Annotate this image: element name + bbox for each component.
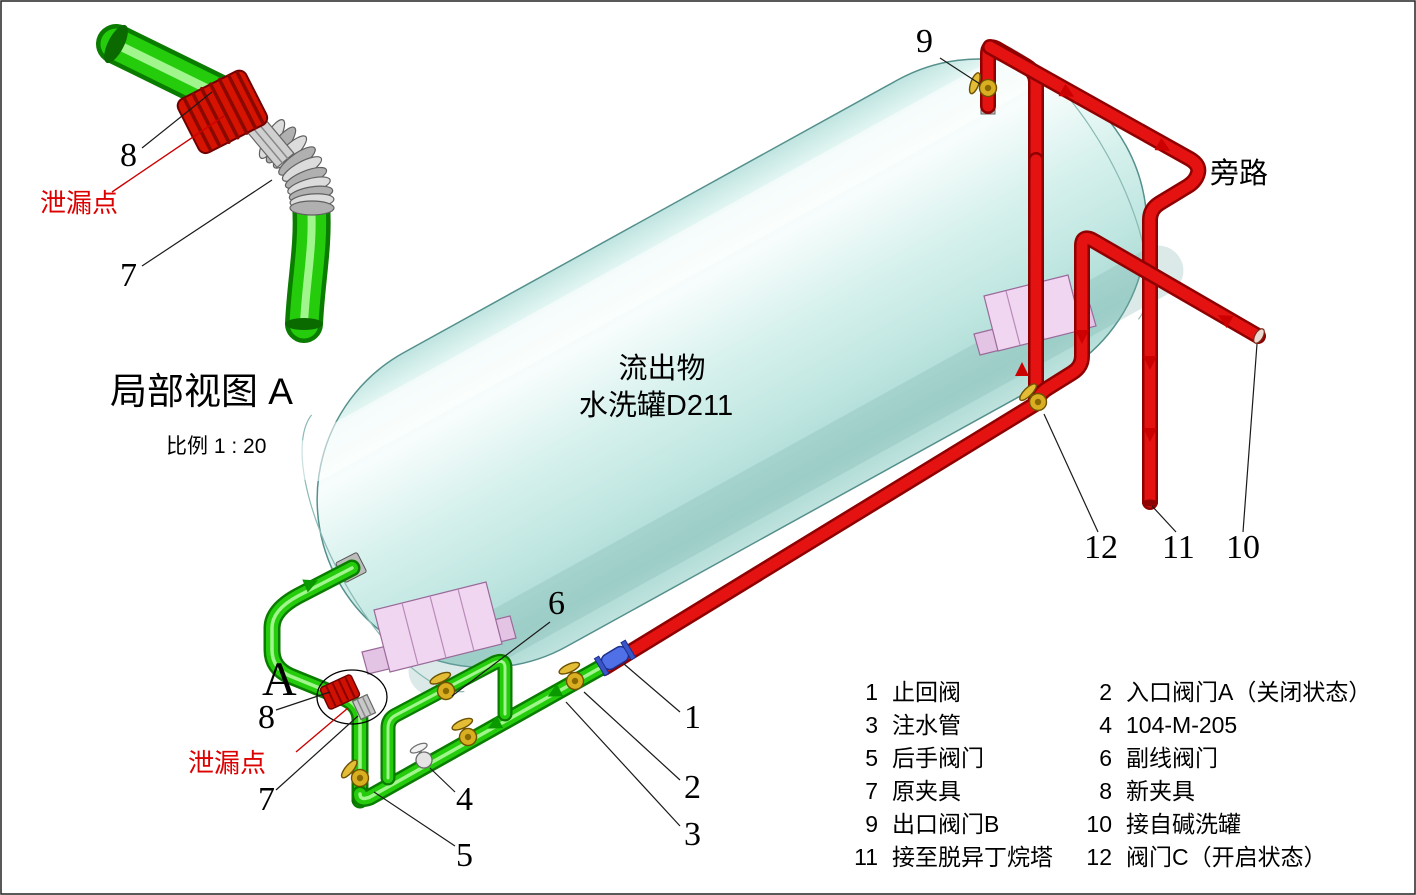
detail-new-clamp — [176, 69, 269, 155]
legend-num-1: 1 — [865, 679, 878, 705]
main-red-line — [596, 395, 1045, 676]
detail-corrugated-hose — [258, 119, 335, 216]
detail-view-drawing — [96, 24, 335, 343]
leader-lines — [111, 57, 1258, 847]
detail-leak-label: 泄漏点 — [40, 188, 118, 218]
legend-text-3: 注水管 — [892, 712, 961, 738]
legend-num-9: 9 — [865, 811, 878, 837]
tank-label-line2: 水洗罐D211 — [579, 389, 733, 422]
legend-num-12: 12 — [1086, 844, 1112, 870]
detail-callout-7: 7 — [120, 257, 137, 294]
legend: 1 止回阀 2 入口阀门A（关闭状态） 3 注水管 4 104-M-205 5 … — [854, 679, 1371, 870]
legend-text-5: 后手阀门 — [892, 745, 984, 771]
callout-4: 4 — [456, 781, 473, 818]
legend-text-6: 副线阀门 — [1126, 745, 1218, 771]
new-clamp-main — [319, 674, 361, 710]
legend-num-3: 3 — [865, 712, 878, 738]
legend-text-11: 接至脱异丁烷塔 — [892, 844, 1053, 870]
bypass-pipe — [982, 39, 1207, 510]
detail-title: 局部视图 A — [110, 371, 293, 412]
legend-num-7: 7 — [865, 778, 878, 804]
view-marker-A: A — [262, 653, 297, 706]
legend-text-10: 接自碱洗罐 — [1126, 811, 1241, 837]
legend-num-11: 11 — [854, 844, 878, 870]
callout-3: 3 — [684, 816, 701, 853]
legend-num-6: 6 — [1099, 745, 1112, 771]
legend-num-8: 8 — [1099, 778, 1112, 804]
check-valve-1 — [593, 639, 637, 677]
callout-8: 8 — [258, 699, 275, 736]
callout-7: 7 — [258, 781, 275, 818]
bypass-label: 旁路 — [1210, 157, 1268, 190]
red-piping — [596, 39, 1266, 676]
callout-2: 2 — [684, 769, 701, 806]
callout-10: 10 — [1226, 529, 1260, 566]
callout-11: 11 — [1162, 529, 1195, 566]
callout-12: 12 — [1084, 529, 1118, 566]
main-leak-label: 泄漏点 — [188, 748, 266, 778]
legend-num-10: 10 — [1086, 811, 1112, 837]
detail-callout-8: 8 — [120, 137, 137, 174]
tank-label-line1: 流出物 — [618, 352, 705, 385]
legend-num-2: 2 — [1099, 679, 1112, 705]
legend-text-7: 原夹具 — [892, 778, 961, 804]
legend-text-4: 104-M-205 — [1126, 712, 1237, 738]
legend-text-9: 出口阀门B — [892, 811, 999, 837]
legend-num-5: 5 — [865, 745, 878, 771]
legend-num-4: 4 — [1099, 712, 1112, 738]
detail-scale: 比例 1 : 20 — [166, 435, 266, 458]
legend-text-8: 新夹具 — [1126, 778, 1195, 804]
detail-lower-pipe — [285, 185, 331, 343]
legend-text-12: 阀门C（开启状态） — [1126, 844, 1327, 870]
callout-1: 1 — [684, 699, 701, 736]
callout-6: 6 — [548, 585, 565, 622]
detail-view-circle-marker — [316, 669, 388, 725]
callout-9: 9 — [916, 23, 933, 60]
tank-support-left — [361, 581, 517, 675]
callout-5: 5 — [456, 837, 473, 874]
legend-text-1: 止回阀 — [892, 679, 961, 705]
injection-main-run — [351, 659, 609, 807]
original-clamp-main — [351, 693, 377, 721]
legend-text-2: 入口阀门A（关闭状态） — [1126, 679, 1371, 705]
wash-tank — [291, 34, 1184, 696]
